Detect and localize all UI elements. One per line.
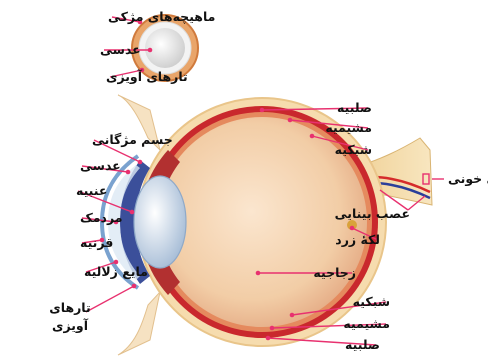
label-choroid-top: مشیمیه (325, 120, 372, 135)
label-choroid-bottom: مشیمیه (343, 316, 390, 331)
inset-label-zonular-fibers: تارهای آویزی (106, 69, 188, 84)
label-retina-top: شبکیه (335, 142, 372, 157)
label-ciliary-body: جسم مژگانی (92, 132, 173, 147)
label-vitreous: زجاجیه (313, 265, 356, 280)
label-lens: عدسی (80, 158, 121, 173)
label-iris: عنبیه (76, 183, 107, 198)
label-optic-nerve: عصب بینایی (335, 206, 410, 221)
label-zonular-fibers-line1: تارهای (49, 300, 90, 315)
label-retina-bottom: شبکیه (353, 294, 390, 309)
inset-label-ciliary-muscle: ماهیچه‌های مژکی (108, 9, 215, 24)
label-sclera-bottom: صلبیه (345, 337, 380, 352)
inset-label-lens: عدسی (100, 42, 141, 57)
label-cornea: قرنیه (80, 235, 113, 250)
eyelid-bottom (118, 292, 160, 355)
label-zonular-fibers-line2: آویزی (52, 318, 89, 333)
label-aqueous-humor: مایع زلالیه (84, 264, 148, 279)
lens (134, 176, 186, 268)
label-macula: لکهٔ زرد (335, 232, 380, 247)
label-blood-vessels: رگ‌های خونی (448, 170, 488, 186)
label-pupil: مردمک (80, 210, 122, 225)
label-sclera-top: صلبیه (337, 100, 372, 115)
